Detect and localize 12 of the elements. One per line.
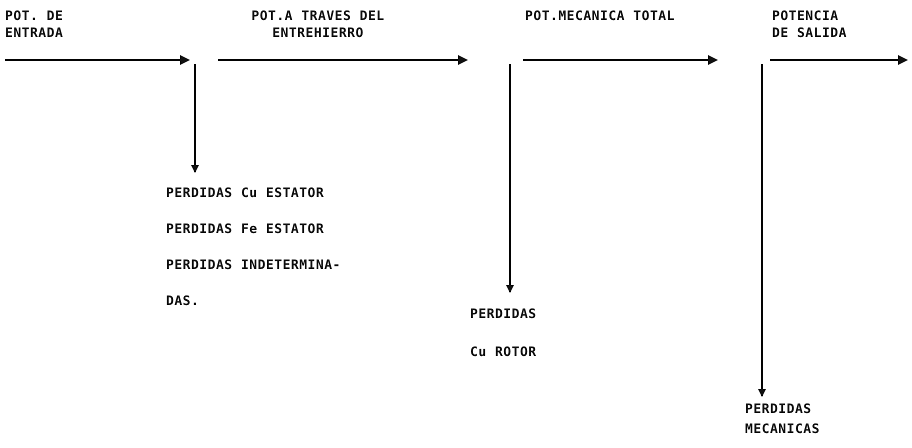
- loss-text: PERDIDAS INDETERMINA- DAS.: [166, 257, 342, 311]
- power-label: POT.MECANICA TOTAL: [525, 8, 675, 25]
- loss-text: PERDIDAS Cu ROTOR: [470, 306, 538, 362]
- power-label: POTENCIA DE SALIDA: [772, 8, 848, 42]
- arrow: [506, 64, 514, 293]
- power-label: POT. DE ENTRADA: [5, 8, 64, 42]
- loss-text: PERDIDAS Fe ESTATOR: [166, 221, 326, 239]
- arrow: [758, 64, 766, 397]
- arrow: [191, 64, 199, 173]
- power-label: POT.A TRAVES DEL ENTREHIERRO: [250, 8, 386, 42]
- loss-text: PERDIDAS MECANICAS: [745, 401, 821, 439]
- loss-text: PERDIDAS Cu ESTATOR: [166, 185, 326, 203]
